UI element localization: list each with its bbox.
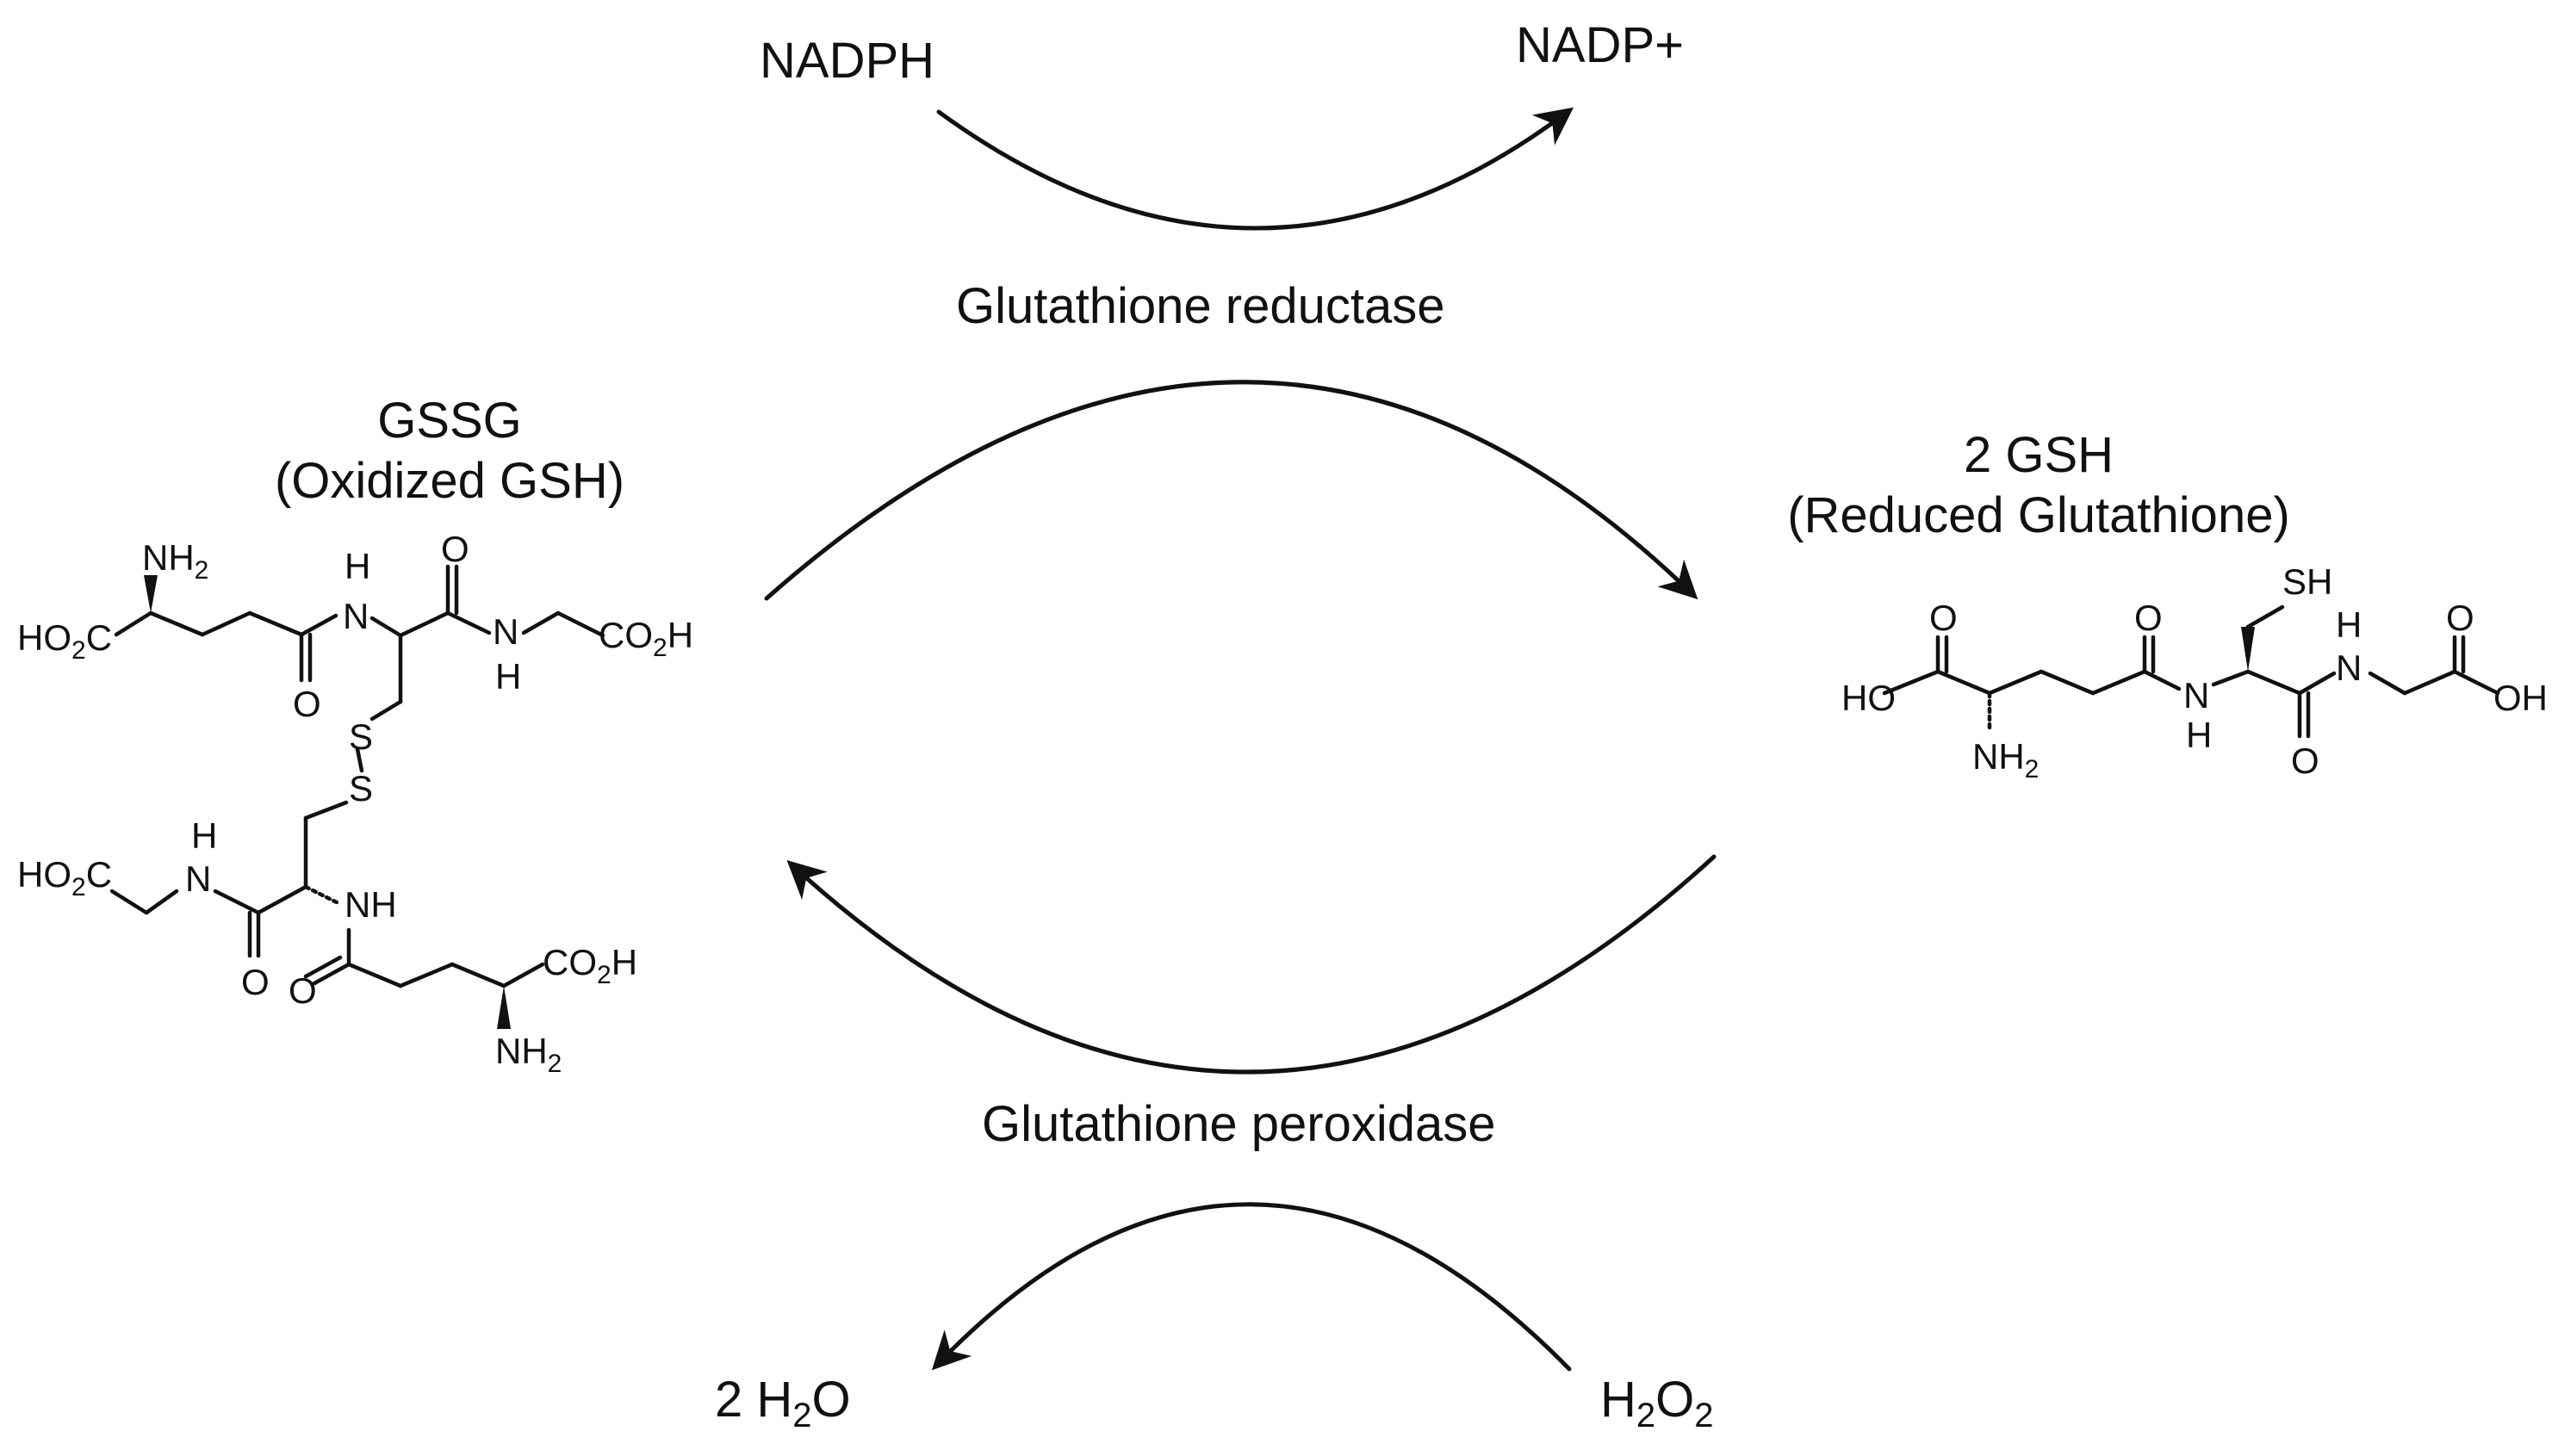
- gsh-description: (Reduced Glutathione): [1787, 487, 2290, 543]
- gsh-o-4: O: [2446, 598, 2474, 638]
- hydrogen-peroxide-label: H2O2: [1600, 1372, 1714, 1434]
- gsh-o-1: O: [1929, 598, 1958, 638]
- gsh-n-2: N: [2336, 647, 2362, 688]
- nadp-plus-label: NADP+: [1516, 17, 1684, 73]
- gssg-nh-bottom: NH: [345, 884, 397, 925]
- gssg-nh2-bottom: NH2: [495, 1031, 562, 1078]
- peroxide-to-water-arrow: [931, 1202, 1572, 1372]
- gssg-o-bottom: O: [241, 962, 270, 1002]
- gssg-ho2c-top: HO2C: [17, 617, 112, 665]
- gssg-title: GSSG: [377, 393, 522, 449]
- gssg-nh2-top: NH2: [142, 537, 208, 585]
- nadph-label: NADPH: [760, 33, 934, 89]
- gsh-h-1: H: [2186, 715, 2212, 755]
- gsh-ho: HO: [1841, 678, 1896, 718]
- gsh-sh: SH: [2282, 561, 2332, 602]
- gsh-o-2: O: [2134, 598, 2163, 638]
- gssg-n-bottom: N: [185, 858, 211, 899]
- gssg-h-bottom: H: [191, 815, 217, 856]
- gssg-description: (Oxidized GSH): [275, 453, 624, 509]
- reductase-arrow: [764, 380, 1698, 601]
- glutathione-peroxidase-label: Glutathione peroxidase: [982, 1096, 1496, 1152]
- peroxidase-arrow: [786, 854, 1717, 1075]
- gssg-o-top2: O: [441, 529, 469, 569]
- gsh-n-1: N: [2183, 675, 2209, 716]
- gssg-structure: NH2 HO2C O H N O N H CO2H S S H N HO2C O…: [17, 529, 693, 1078]
- gsh-title: 2 GSH: [1964, 427, 2114, 483]
- gsh-nh2: NH2: [1972, 736, 2039, 784]
- gssg-ho2c-bottom: HO2C: [17, 854, 112, 901]
- gssg-s-upper: S: [349, 716, 373, 757]
- gsh-structure: HO O NH2 O N H SH H N O O OH: [1841, 561, 2548, 784]
- gssg-h-top: H: [345, 546, 370, 586]
- gssg-n-top2: N: [493, 611, 518, 652]
- water-label: 2 H2O: [715, 1372, 851, 1434]
- gssg-o-top: O: [293, 684, 321, 724]
- gssg-h-top2: H: [495, 656, 521, 697]
- gssg-co2h-top: CO2H: [599, 615, 693, 662]
- gssg-co2h-bottom: CO2H: [543, 942, 637, 989]
- gssg-o-bottom2: O: [289, 970, 317, 1011]
- nadph-to-nadp-arrow: [936, 107, 1574, 231]
- glutathione-reductase-label: Glutathione reductase: [956, 278, 1444, 334]
- gsh-h-2: H: [2336, 604, 2362, 645]
- gssg-n-top: N: [343, 596, 369, 636]
- gsh-o-3: O: [2291, 740, 2319, 781]
- gssg-s-lower: S: [349, 768, 373, 809]
- gsh-oh: OH: [2493, 678, 2548, 718]
